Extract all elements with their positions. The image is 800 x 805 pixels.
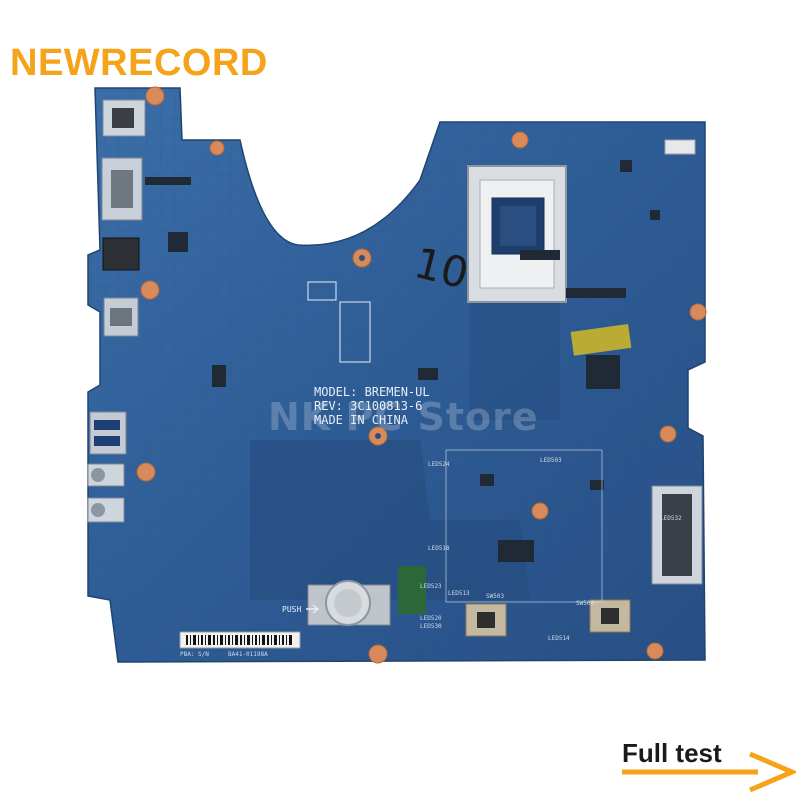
coin-battery [307,566,426,626]
barcode-text: BA41-01198A [228,651,268,658]
led-label: LED523 [420,583,442,590]
led-label: SW503 [486,593,504,600]
led-label: LED514 [548,635,570,642]
led-label: LED532 [660,515,682,522]
led-label: LED520 [420,615,442,622]
tactile-switches [465,599,631,637]
cpu-socket [467,165,567,303]
led-label: LED503 [540,457,562,464]
full-test-label: Full test [622,738,722,768]
led-label: LED513 [448,590,470,597]
led-label: LED530 [420,623,442,630]
store-watermark: NK PC Store [268,395,539,439]
barcode-label [179,631,301,649]
push-label: PUSH [282,605,301,614]
port-connectors [87,99,146,523]
led-label: SW504 [576,600,594,607]
arrow-right-icon [622,751,796,793]
brand-logo-text: NEWRECORD [10,42,268,84]
led-label: LED518 [428,545,450,552]
chips [145,160,660,562]
rev-text: REV: 3C100813-6 [314,399,422,413]
model-text: MODEL: BREMEN-UL [314,385,430,399]
made-in-text: MADE IN CHINA [314,413,409,427]
mounting-holes [136,86,707,664]
serial-label: PBA: S/N [180,651,209,658]
led-label: LED524 [428,461,450,468]
